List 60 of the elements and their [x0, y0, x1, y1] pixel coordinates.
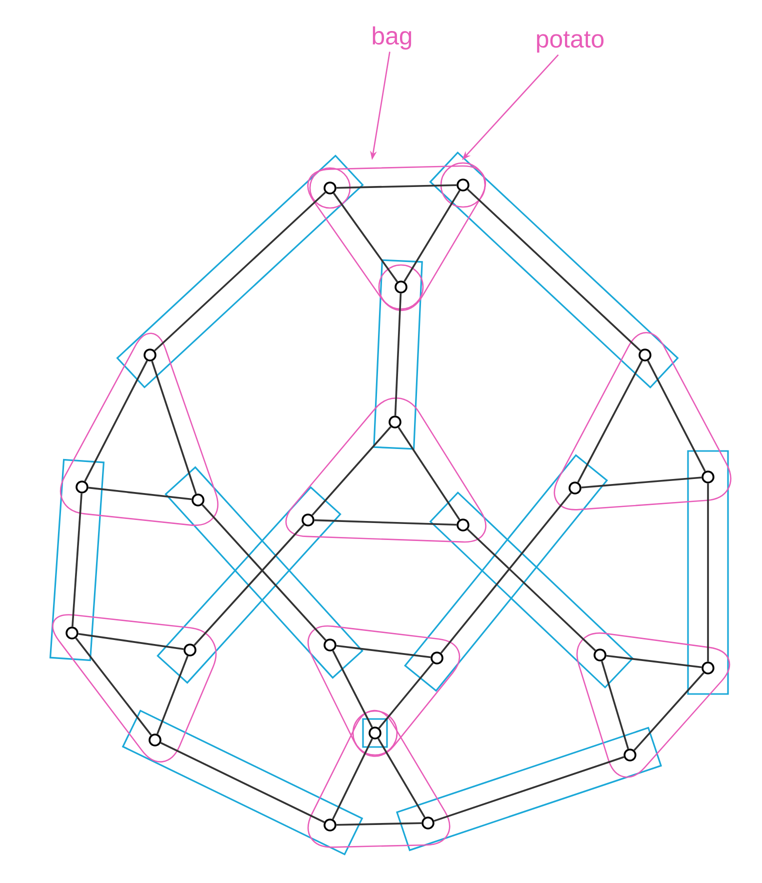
graph-edge — [398, 426, 460, 520]
graph-edge — [154, 192, 326, 352]
graph-edge — [332, 738, 373, 820]
graph-edge — [194, 524, 304, 646]
vertex-dot — [430, 652, 444, 664]
handwritten-label: potato — [537, 31, 604, 53]
vertex-dot — [456, 518, 470, 532]
graph-edge — [72, 493, 82, 627]
graph-edge — [467, 528, 596, 652]
graph-edge — [336, 822, 422, 826]
graph-edge — [647, 360, 706, 472]
graph-edge — [332, 650, 373, 728]
handwritten-label: bag — [372, 26, 412, 50]
vertex-dot — [192, 494, 204, 506]
graph-edge — [336, 644, 431, 658]
graph-edge — [377, 738, 426, 818]
vertex-dot — [148, 734, 162, 746]
vertex-dot — [594, 648, 606, 662]
graph-edge — [151, 360, 197, 494]
graph-edge — [378, 662, 434, 729]
graph-edge — [394, 293, 402, 416]
graph-edge — [84, 360, 148, 482]
graph-edge — [600, 660, 630, 750]
vertex-dot — [184, 644, 196, 656]
vertex-dot — [66, 626, 78, 640]
graph-edge — [606, 654, 702, 668]
graph-edge — [88, 486, 192, 500]
vertex-dot — [144, 348, 156, 362]
vertex-dot — [302, 514, 314, 526]
graph-edge — [314, 519, 457, 526]
graph-edge — [404, 190, 460, 282]
graph-edge — [634, 672, 704, 751]
vertex-dot — [324, 182, 336, 194]
graph-edge — [160, 742, 325, 823]
vertex-dot — [456, 178, 470, 192]
graph-edge — [312, 426, 392, 516]
graph-edge — [577, 360, 643, 483]
vertex-dot — [76, 480, 88, 494]
graph-edge — [202, 504, 326, 641]
graph-edge — [333, 192, 398, 282]
vertex-dot — [702, 662, 714, 674]
graph-edge — [156, 656, 189, 734]
vertex-dot — [624, 748, 636, 762]
vertex-dot — [394, 280, 408, 294]
vertex-dot — [638, 348, 652, 362]
vertex-dot — [388, 416, 402, 428]
graph-edge — [75, 638, 152, 736]
vertex-dot — [324, 818, 336, 832]
graph-edge — [434, 756, 624, 822]
vertex-dot — [568, 482, 582, 494]
graph-edge — [707, 483, 709, 662]
graph-edge — [581, 476, 702, 488]
vertex-dot — [422, 816, 434, 830]
vertex-dot — [702, 470, 714, 484]
vertex-dot — [368, 726, 382, 740]
graph-edge — [467, 188, 641, 352]
vertex-dot — [324, 638, 336, 652]
graph-edge — [78, 633, 184, 650]
graph-edge — [440, 492, 572, 654]
graph-edge — [336, 184, 457, 189]
